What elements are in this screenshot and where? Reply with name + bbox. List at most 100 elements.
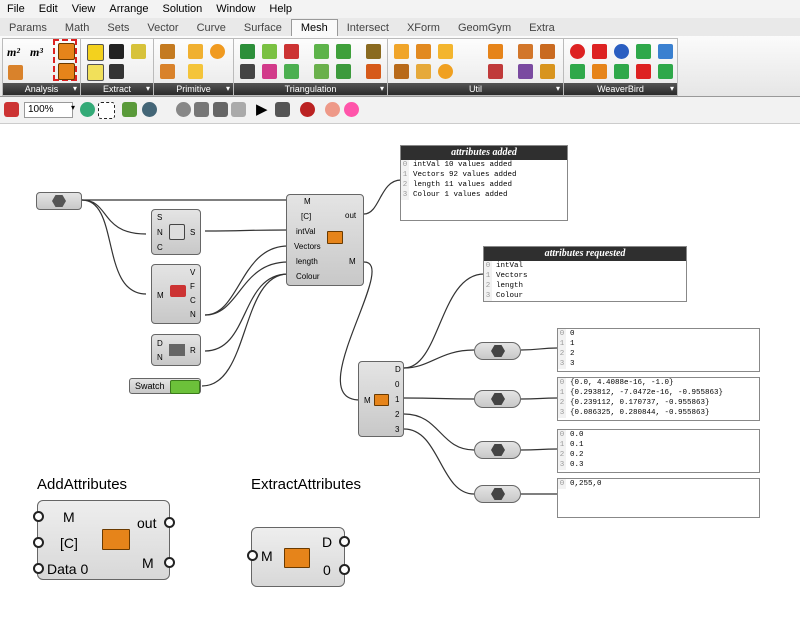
primitive-icon-5[interactable] bbox=[188, 64, 203, 79]
menu-solution[interactable]: Solution bbox=[162, 3, 203, 15]
util-icon-1[interactable] bbox=[394, 44, 409, 59]
zoom-icon[interactable] bbox=[80, 102, 95, 117]
triangulation-icon-8[interactable] bbox=[262, 64, 277, 79]
extract-icon-1[interactable] bbox=[87, 44, 104, 61]
triangulation-icon-9[interactable] bbox=[284, 64, 299, 79]
menu-view[interactable]: View bbox=[71, 3, 96, 15]
tab-extra[interactable]: Extra bbox=[529, 22, 555, 34]
colour-param[interactable] bbox=[474, 485, 521, 503]
volume-icon[interactable]: m³ bbox=[30, 45, 43, 59]
util-icon-2[interactable] bbox=[416, 44, 431, 59]
add-attributes-component[interactable]: M [C] intVal Vectors length Colour out M bbox=[286, 194, 364, 286]
play-icon[interactable]: ▶ bbox=[256, 101, 268, 118]
grasshopper-canvas[interactable]: S N C S M V F C N D N R Swatch M [C] int… bbox=[0, 124, 800, 624]
extract-icon-2[interactable] bbox=[109, 44, 124, 59]
settings-icon[interactable] bbox=[344, 102, 359, 117]
extract-attributes-icon[interactable] bbox=[58, 63, 75, 80]
input-grip[interactable] bbox=[247, 550, 258, 561]
util-icon-10[interactable] bbox=[488, 64, 503, 79]
component-snc[interactable]: S N C S bbox=[151, 209, 201, 255]
sketch-icon[interactable] bbox=[4, 102, 19, 117]
panel-label-triangulation[interactable]: Triangulation bbox=[234, 83, 387, 95]
tab-geomgym[interactable]: GeomGym bbox=[457, 22, 512, 34]
swatch-color[interactable] bbox=[170, 380, 200, 394]
integer-param[interactable] bbox=[474, 342, 521, 360]
swatch-component[interactable]: Swatch bbox=[129, 378, 201, 394]
menu-window[interactable]: Window bbox=[216, 3, 256, 15]
util-icon-6[interactable] bbox=[540, 44, 555, 59]
tab-intersect[interactable]: Intersect bbox=[346, 22, 389, 34]
preview-icon-1[interactable] bbox=[176, 102, 191, 117]
mesh-param[interactable] bbox=[36, 192, 82, 210]
menu-file[interactable]: File bbox=[7, 3, 25, 15]
util-icon-7[interactable] bbox=[394, 64, 409, 79]
panel-label-util[interactable]: Util bbox=[388, 83, 563, 95]
panel-label-primitive[interactable]: Primitive bbox=[154, 83, 233, 95]
tab-math[interactable]: Math bbox=[64, 22, 90, 34]
util-icon-9[interactable] bbox=[438, 64, 453, 79]
triangulation-icon-6[interactable] bbox=[366, 44, 381, 59]
tab-surface[interactable]: Surface bbox=[243, 22, 282, 34]
input-grip[interactable] bbox=[33, 537, 44, 548]
panel-label-analysis[interactable]: Analysis bbox=[3, 83, 80, 95]
preview-icon-4[interactable] bbox=[231, 102, 246, 117]
util-icon-11[interactable] bbox=[518, 64, 533, 79]
zoom-dropdown-icon[interactable]: ▾ bbox=[71, 103, 76, 112]
vector-param[interactable] bbox=[474, 390, 521, 408]
util-icon-12[interactable] bbox=[540, 64, 555, 79]
output-grip[interactable] bbox=[339, 536, 350, 547]
weaverbird-icon-10[interactable] bbox=[658, 64, 673, 79]
weaverbird-icon-6[interactable] bbox=[570, 64, 585, 79]
tab-curve[interactable]: Curve bbox=[196, 22, 226, 34]
output-panel-1[interactable]: 0{0.0, 4.4088e-16, -1.0} 1{0.293812, -7.… bbox=[557, 377, 760, 421]
weaverbird-icon-8[interactable] bbox=[614, 64, 629, 79]
map-icon[interactable] bbox=[122, 102, 137, 117]
output-grip[interactable] bbox=[339, 564, 350, 575]
weaverbird-icon-2[interactable] bbox=[592, 44, 607, 59]
triangulation-icon-4[interactable] bbox=[314, 44, 329, 59]
preview-icon-2[interactable] bbox=[194, 102, 209, 117]
extract-attributes-component[interactable]: M D 0 1 2 3 bbox=[358, 361, 404, 437]
util-icon-3[interactable] bbox=[438, 44, 453, 59]
weaverbird-icon-3[interactable] bbox=[614, 44, 629, 59]
render-icon[interactable] bbox=[325, 102, 340, 117]
triangulation-icon-5[interactable] bbox=[336, 44, 351, 59]
extract-icon-3[interactable] bbox=[131, 44, 146, 59]
tab-mesh[interactable]: Mesh bbox=[290, 19, 338, 36]
weaverbird-icon-7[interactable] bbox=[592, 64, 607, 79]
triangulation-icon-11[interactable] bbox=[336, 64, 351, 79]
util-icon-8[interactable] bbox=[416, 64, 431, 79]
bake-icon[interactable] bbox=[275, 102, 290, 117]
input-grip[interactable] bbox=[33, 563, 44, 574]
tab-xform[interactable]: XForm bbox=[406, 22, 440, 34]
weaverbird-icon-1[interactable] bbox=[570, 44, 585, 59]
add-attributes-icon[interactable] bbox=[58, 43, 75, 60]
zoom-field[interactable]: 100% bbox=[24, 102, 73, 118]
util-icon-5[interactable] bbox=[518, 44, 533, 59]
output-grip[interactable] bbox=[164, 557, 175, 568]
input-grip[interactable] bbox=[33, 511, 44, 522]
mesh-analysis-icon[interactable] bbox=[8, 65, 23, 80]
component-mesh-analysis[interactable]: M V F C N bbox=[151, 264, 201, 324]
color-icon[interactable] bbox=[300, 102, 315, 117]
zoom-extents-icon[interactable] bbox=[98, 102, 115, 119]
extract-icon-5[interactable] bbox=[109, 64, 124, 79]
extract-attributes-legend[interactable]: M D 0 bbox=[247, 527, 350, 587]
menu-help[interactable]: Help bbox=[269, 3, 293, 15]
triangulation-icon-12[interactable] bbox=[366, 64, 381, 79]
triangulation-icon-3[interactable] bbox=[284, 44, 299, 59]
eye-icon[interactable] bbox=[142, 102, 157, 117]
preview-icon-3[interactable] bbox=[213, 102, 228, 117]
triangulation-icon-10[interactable] bbox=[314, 64, 329, 79]
extract-icon-4[interactable] bbox=[87, 64, 104, 81]
panel-label-weaverbird[interactable]: WeaverBird bbox=[564, 83, 677, 95]
menu-edit[interactable]: Edit bbox=[38, 3, 58, 15]
number-param[interactable] bbox=[474, 441, 521, 459]
util-icon-4[interactable] bbox=[488, 44, 503, 59]
output-grip[interactable] bbox=[164, 517, 175, 528]
